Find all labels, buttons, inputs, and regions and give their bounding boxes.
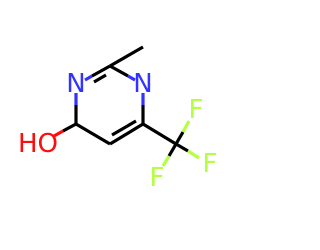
bond-cf3-f-bottom-green (161, 155, 171, 167)
bond-c6-c5 (75, 122, 111, 146)
bond-c6-o-red (53, 129, 64, 138)
bond-cf3-f-right-green (187, 149, 200, 160)
bond-cf3-f-top-black (174, 131, 185, 145)
bond-cf3-f-top-green (181, 120, 191, 133)
structure-drawing: N N HO F F F (18, 45, 218, 193)
bond-c2-n1-outer (91, 64, 111, 78)
atom-n1-label: N (66, 69, 85, 99)
bond-c4-cf3 (142, 122, 177, 146)
bond-c2-n3 (109, 64, 129, 78)
atom-ho-label: HO (18, 129, 58, 159)
bond-c5-c4-outer (109, 122, 144, 146)
molecule-diagram: N N HO F F F (17, 45, 218, 193)
bond-c2-n1-outer-ncolor (84, 74, 93, 82)
bond-c6-o-black (62, 122, 77, 133)
bond-c2-methyl (109, 45, 144, 68)
atom-f-bottom-label: F (150, 163, 165, 193)
atom-f-top-label: F (189, 95, 204, 125)
bond-c5-c4-inner (111, 119, 137, 137)
atom-f-right-label: F (203, 149, 218, 179)
atom-n3-label: N (133, 69, 152, 99)
bond-c2-n3-ncolor (127, 74, 136, 82)
bond-c2-n1-inner (93, 73, 107, 84)
bond-cf3-f-bottom-black (167, 143, 178, 157)
bond-cf3-f-right-black (175, 142, 189, 153)
